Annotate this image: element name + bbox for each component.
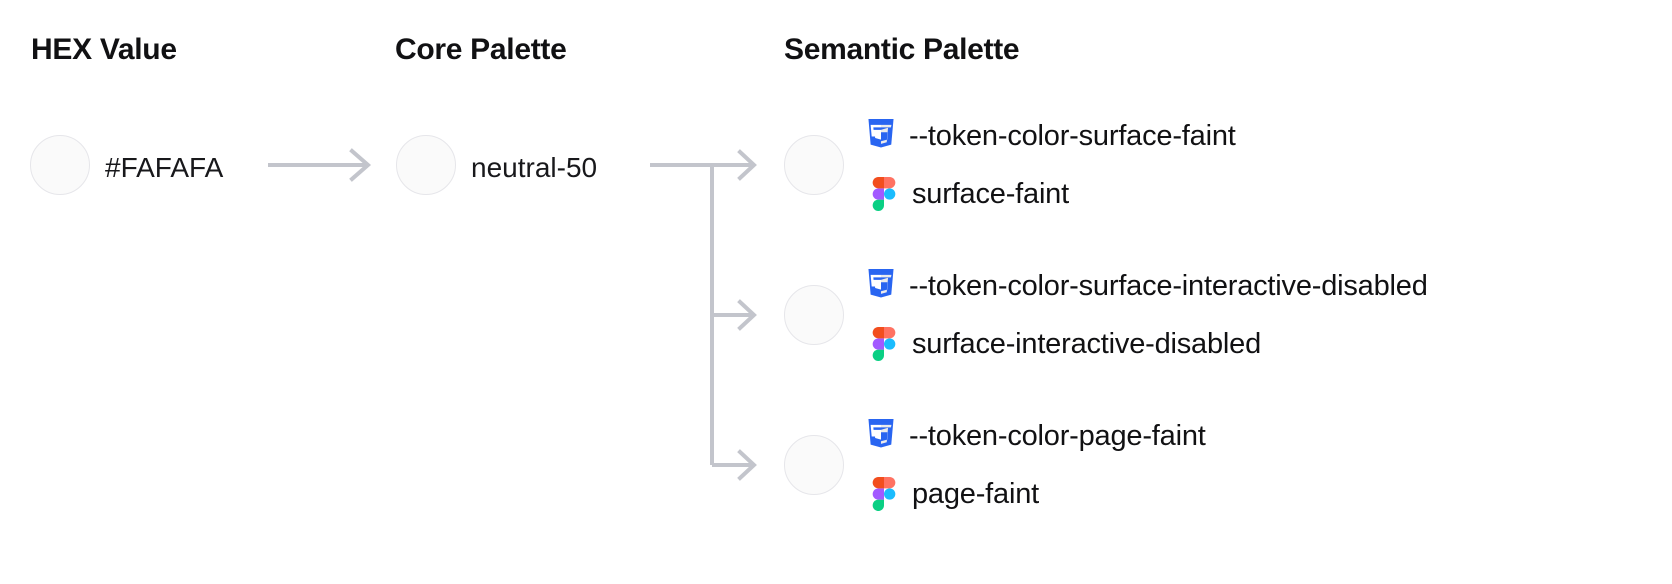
color-swatch-semantic-0 <box>784 135 844 195</box>
css3-icon <box>868 119 894 148</box>
column-heading-core-palette: Core Palette <box>395 33 567 66</box>
token-row: --token-color-surface-faint surface-fain… <box>866 117 1236 213</box>
css-variable-name: --token-color-surface-interactive-disabl… <box>909 269 1428 302</box>
figma-token-name: surface-faint <box>912 177 1069 210</box>
column-heading-hex-value: HEX Value <box>31 33 177 66</box>
css-variable-name: --token-color-surface-faint <box>909 119 1236 152</box>
core-palette-label: neutral-50 <box>471 152 598 183</box>
figma-icon <box>872 327 896 361</box>
css-token-line: --token-color-surface-interactive-disabl… <box>866 267 1428 305</box>
column-heading-semantic-palette: Semantic Palette <box>784 33 1020 66</box>
branch-core-to-semantic <box>650 149 757 481</box>
figma-token-name: surface-interactive-disabled <box>912 327 1262 360</box>
hex-value-label: #FAFAFA <box>105 152 224 183</box>
css3-icon <box>868 419 894 448</box>
token-row: --token-color-surface-interactive-disabl… <box>866 267 1428 363</box>
color-swatch-semantic-2 <box>784 435 844 495</box>
css-token-line: --token-color-page-faint <box>866 417 1206 455</box>
figma-token-line: surface-faint <box>866 175 1236 213</box>
css-variable-name: --token-color-page-faint <box>909 419 1206 452</box>
figma-icon <box>872 177 896 211</box>
css3-icon <box>868 269 894 298</box>
figma-token-line: page-faint <box>866 475 1206 513</box>
figma-token-line: surface-interactive-disabled <box>866 325 1428 363</box>
color-swatch-hex <box>30 135 90 195</box>
css-token-line: --token-color-surface-faint <box>866 117 1236 155</box>
figma-icon <box>872 477 896 511</box>
color-swatch-core <box>396 135 456 195</box>
figma-token-name: page-faint <box>912 477 1039 510</box>
token-row: --token-color-page-faint page-faint <box>866 417 1206 513</box>
arrow-hex-to-core <box>268 148 372 182</box>
color-swatch-semantic-1 <box>784 285 844 345</box>
